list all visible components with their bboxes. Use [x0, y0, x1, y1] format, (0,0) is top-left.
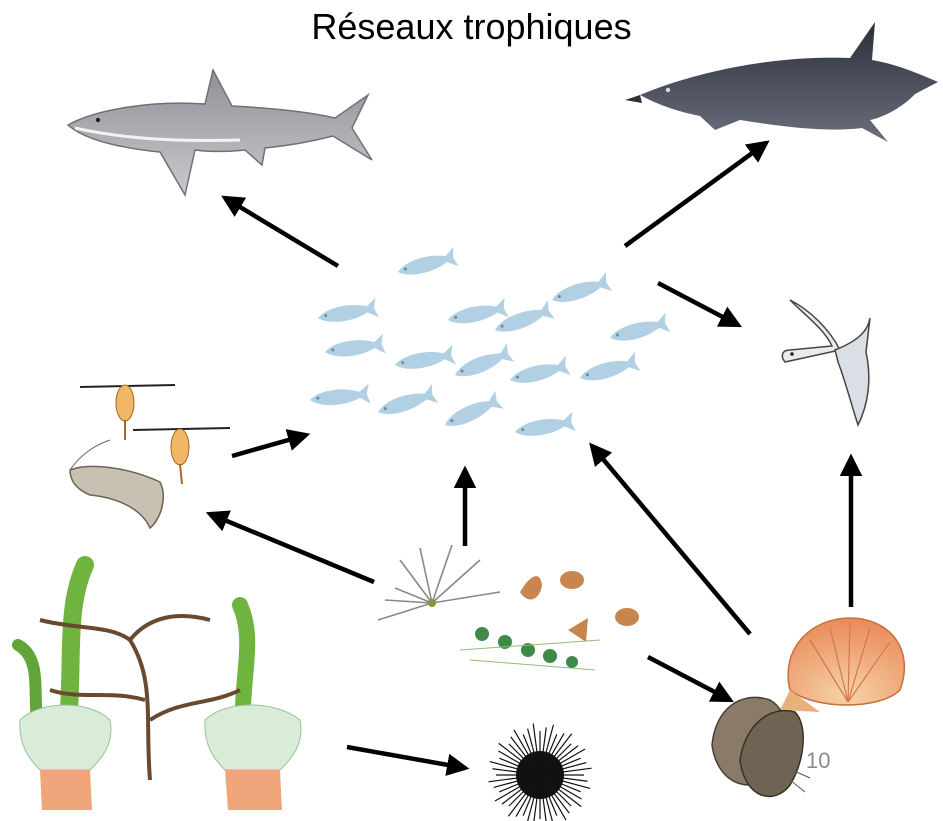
arrow-fish-to-seabird: [658, 283, 738, 325]
copepod-shrimp-icon: [70, 385, 230, 528]
mussel-icon: [712, 697, 810, 796]
arrow-mussels-to-fish: [592, 446, 750, 634]
seabird-icon: [782, 300, 870, 425]
scallop-icon: [780, 618, 904, 712]
arrow-fish-to-shark: [225, 198, 338, 266]
shark-icon: [68, 70, 372, 195]
trophic-arrows: [210, 143, 851, 768]
arrow-fish-to-dolphin: [625, 143, 766, 246]
plankton-icon: [378, 545, 639, 670]
sea-urchin-icon: [488, 723, 591, 821]
seaweed-anemone-icon: [18, 565, 301, 810]
arrow-plankton-to-zooplankton: [210, 514, 374, 582]
page-number: 10: [806, 748, 830, 774]
arrow-plankton-to-mussels: [648, 657, 730, 700]
arrow-seaweed-to-urchin: [347, 747, 465, 768]
dolphin-icon: [625, 22, 938, 142]
fish-school-icon: [309, 247, 671, 442]
arrow-zooplankton-to-fish: [232, 435, 306, 456]
